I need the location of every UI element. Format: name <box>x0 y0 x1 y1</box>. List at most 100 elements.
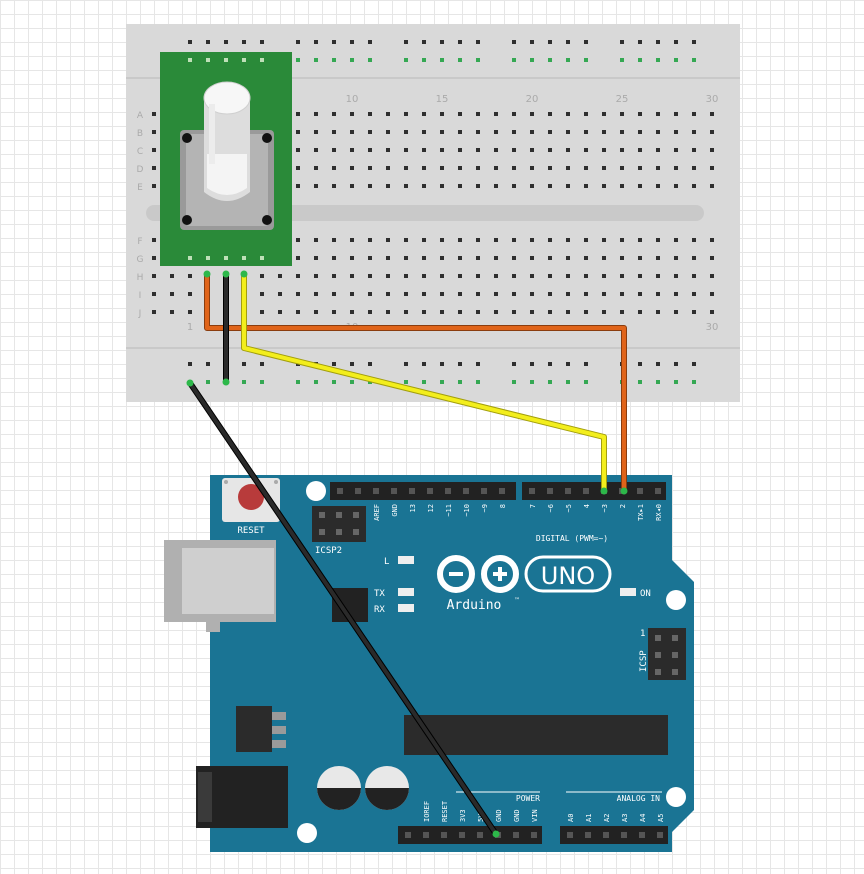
breadboard-hole <box>458 292 462 296</box>
module-pin <box>188 58 192 62</box>
rail-hole <box>404 380 408 384</box>
pin-label: RESET <box>441 800 449 822</box>
breadboard-hole <box>152 130 156 134</box>
header-pin <box>337 488 343 494</box>
pin-label: GND <box>513 809 521 822</box>
brand-trademark: ™ <box>514 597 520 604</box>
header-pin <box>353 529 359 535</box>
header-pin <box>547 488 553 494</box>
breadboard-hole <box>566 238 570 242</box>
row-letter: I <box>139 291 142 301</box>
rail-hole <box>368 362 372 366</box>
rail-hole <box>314 380 318 384</box>
rail-hole <box>512 380 516 384</box>
rail-hole <box>584 58 588 62</box>
breadboard-hole <box>566 256 570 260</box>
capacitor <box>317 766 409 810</box>
breadboard-hole <box>404 310 408 314</box>
breadboard-hole <box>440 256 444 260</box>
led-l <box>398 556 414 564</box>
breadboard-hole <box>530 274 534 278</box>
header-pin <box>513 832 519 838</box>
breadboard-hole <box>656 310 660 314</box>
breadboard-hole <box>404 166 408 170</box>
breadboard-hole <box>656 292 660 296</box>
breadboard-hole <box>638 148 642 152</box>
pin-label: ~10 <box>463 504 471 517</box>
wire-black-gnd[interactable] <box>188 381 498 836</box>
breadboard-hole <box>476 274 480 278</box>
rail-hole <box>566 362 570 366</box>
breadboard-hole <box>692 238 696 242</box>
breadboard-hole <box>152 184 156 188</box>
breadboard-hole <box>656 130 660 134</box>
breadboard-hole <box>440 310 444 314</box>
breadboard-hole <box>530 292 534 296</box>
breadboard-hole <box>494 310 498 314</box>
breadboard-hole <box>386 256 390 260</box>
icsp-header <box>648 628 686 680</box>
led-rx-label: RX <box>374 605 385 615</box>
breadboard-hole <box>674 184 678 188</box>
breadboard-hole <box>512 148 516 152</box>
breadboard-hole <box>530 238 534 242</box>
header-pin <box>655 635 661 641</box>
breadboard-hole <box>386 148 390 152</box>
breadboard-hole <box>296 238 300 242</box>
breadboard-hole <box>566 148 570 152</box>
breadboard-hole <box>494 274 498 278</box>
breadboard-hole <box>296 166 300 170</box>
row-letter: F <box>137 237 142 247</box>
header-pin <box>565 488 571 494</box>
header-pin <box>459 832 465 838</box>
microcontroller-chip <box>404 715 668 755</box>
breadboard-hole <box>476 256 480 260</box>
board-pcb <box>210 475 694 852</box>
header-pin <box>672 635 678 641</box>
wire-yellow[interactable] <box>242 272 606 493</box>
breadboard-hole <box>638 112 642 116</box>
rail-hole <box>476 40 480 44</box>
rail-hole <box>404 40 408 44</box>
breadboard-hole <box>584 274 588 278</box>
wire-orange[interactable] <box>205 272 626 493</box>
breadboard-hole <box>332 292 336 296</box>
breadboard-hole <box>620 184 624 188</box>
breadboard-hole <box>314 274 318 278</box>
breadboard-hole <box>458 274 462 278</box>
rail-hole <box>188 362 192 366</box>
breadboard-hole <box>314 130 318 134</box>
breadboard-hole <box>674 238 678 242</box>
breadboard-hole <box>368 274 372 278</box>
breadboard-hole <box>494 238 498 242</box>
breadboard-hole <box>692 112 696 116</box>
breadboard-hole <box>512 310 516 314</box>
breadboard-hole <box>638 238 642 242</box>
rail-hole <box>476 380 480 384</box>
breadboard-hole <box>332 274 336 278</box>
rail-hole <box>422 40 426 44</box>
breadboard-hole <box>566 166 570 170</box>
rail-hole <box>332 40 336 44</box>
rail-hole <box>530 58 534 62</box>
rail-hole <box>458 58 462 62</box>
header-pin <box>477 832 483 838</box>
breadboard-hole <box>494 148 498 152</box>
module-pin <box>242 256 246 260</box>
breadboard-hole <box>476 166 480 170</box>
rail-hole <box>332 58 336 62</box>
breadboard-hole <box>260 310 264 314</box>
breadboard-hole <box>332 310 336 314</box>
usb-connector <box>164 540 276 632</box>
mounting-hole <box>666 787 686 807</box>
breadboard-hole <box>638 310 642 314</box>
pin-label: RX◂0 <box>655 504 663 521</box>
breadboard-hole <box>566 274 570 278</box>
breadboard-hole <box>602 184 606 188</box>
pin-label: ~9 <box>481 504 489 512</box>
breadboard-hole <box>512 112 516 116</box>
rail-hole <box>260 362 264 366</box>
potentiometer-module[interactable] <box>160 52 292 266</box>
breadboard-hole <box>152 112 156 116</box>
breadboard-hole <box>404 130 408 134</box>
